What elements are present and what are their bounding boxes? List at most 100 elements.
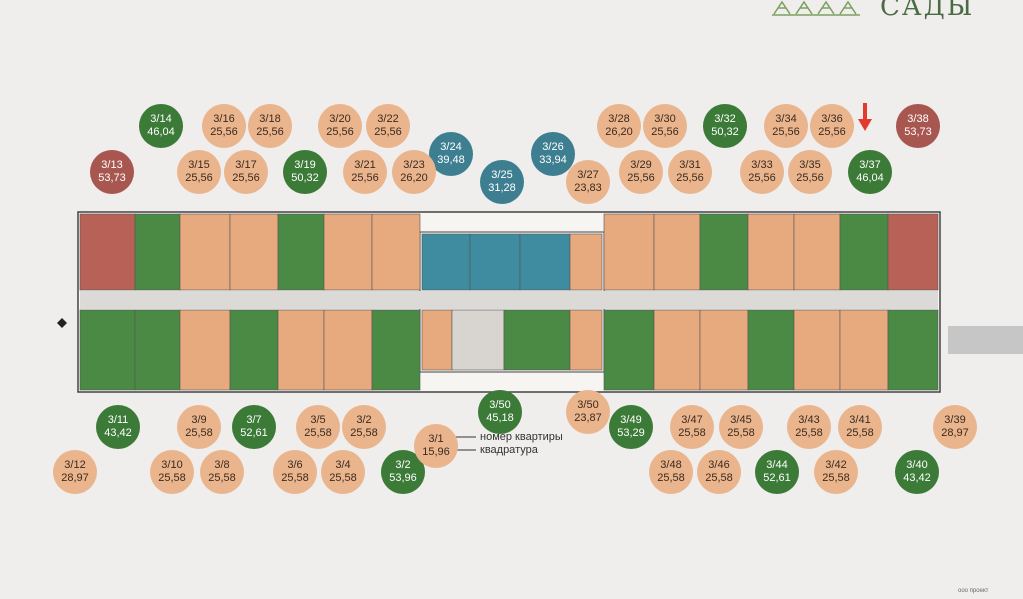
- apartment-number: 3/30: [654, 113, 676, 125]
- apartment-number: 3/11: [107, 414, 129, 426]
- apartment-number: 3/10: [161, 459, 183, 471]
- apartment-number: 3/35: [799, 159, 821, 171]
- apartment-number: 3/50: [577, 399, 599, 411]
- apartment-area: 25,56: [651, 126, 679, 138]
- apartment-number: 3/38: [907, 113, 929, 125]
- apartment-number: 3/15: [188, 159, 210, 171]
- legend-sample-area: 15,96: [422, 446, 450, 458]
- apartment-number: 3/33: [751, 159, 773, 171]
- apartment-area: 52,61: [240, 427, 268, 439]
- apartment-number: 3/25: [491, 169, 513, 181]
- apartment-area: 25,58: [846, 427, 874, 439]
- apartment-number: 3/2: [395, 459, 411, 471]
- apartment-area: 28,97: [941, 427, 969, 439]
- apartment-area: 23,87: [574, 412, 602, 424]
- side-annex: [948, 326, 1023, 354]
- apartment-number: 3/23: [403, 159, 425, 171]
- apartment-area: 53,73: [98, 172, 126, 184]
- apartment-number: 3/36: [821, 113, 843, 125]
- apartment-area: 25,56: [374, 126, 402, 138]
- legend-sample-number: 3/1: [428, 433, 444, 445]
- legend-sample-badge: 3/1 15,96: [414, 424, 458, 468]
- apartment-area: 25,58: [185, 427, 213, 439]
- apartment-number: 3/44: [766, 459, 788, 471]
- apartment-number: 3/9: [191, 414, 207, 426]
- apartment-area: 25,58: [158, 472, 186, 484]
- apartment-area: 25,56: [676, 172, 704, 184]
- apartment-number: 3/27: [577, 169, 599, 181]
- apartment-number: 3/6: [287, 459, 303, 471]
- apartment-number: 3/19: [294, 159, 316, 171]
- apartment-number: 3/26: [542, 141, 564, 153]
- apartment-area: 46,04: [147, 126, 175, 138]
- apartment-number: 3/4: [335, 459, 351, 471]
- apartment-area: 25,58: [795, 427, 823, 439]
- apartment-area: 31,28: [488, 182, 516, 194]
- apartment-number: 3/39: [944, 414, 966, 426]
- apartment-area: 25,56: [210, 126, 238, 138]
- legend-area-label: квадратура: [480, 444, 538, 456]
- apartment-number: 3/22: [377, 113, 399, 125]
- apartment-number: 3/7: [246, 414, 262, 426]
- apartment-area: 25,58: [678, 427, 706, 439]
- apartment-area: 45,18: [486, 412, 514, 424]
- apartment-area: 25,56: [748, 172, 776, 184]
- apartment-area: 46,04: [856, 172, 884, 184]
- apartment-number: 3/48: [660, 459, 682, 471]
- apartment-number: 3/14: [150, 113, 172, 125]
- apartment-area: 25,58: [350, 427, 378, 439]
- apartment-area: 33,94: [539, 154, 567, 166]
- legend-number-label: номер квартиры: [480, 431, 563, 443]
